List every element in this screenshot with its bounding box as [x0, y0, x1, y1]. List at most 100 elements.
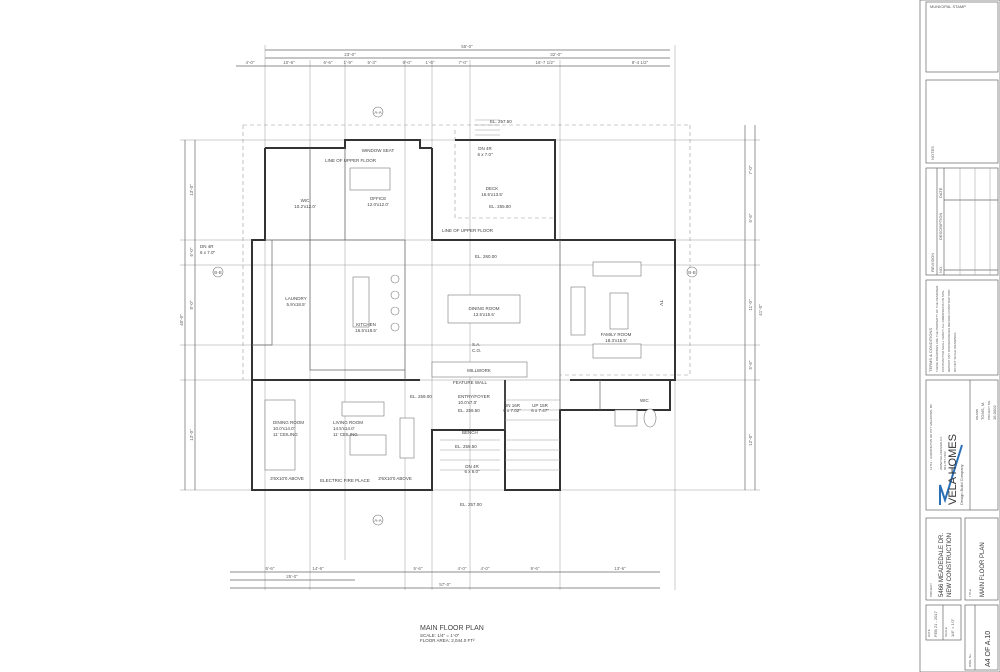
terms-title: TERMS & CONDITIONS — [928, 328, 933, 372]
drawing-title: MAIN FLOOR PLAN — [420, 625, 484, 632]
notes-label: NOTES — [930, 146, 935, 160]
dim-bottom-seg: 4'-0" — [481, 566, 490, 571]
dim-left-seg: 13'-0" — [189, 429, 194, 441]
room-name: WIC — [640, 398, 649, 403]
project-label: PROJECT — [929, 583, 933, 597]
title-label: TITLE — [968, 589, 972, 597]
dim-top-left: 23'-0" — [344, 52, 356, 57]
company-web: WWW.VELADESIGN.CA — [939, 437, 943, 470]
stair-size: 6 x 7.47" — [531, 408, 549, 413]
company-address: 13712 - HARRINGTON RD PITT MEADOWS, BC — [929, 403, 933, 470]
annotations: LINE OF UPPER FLOOR LINE OF UPPER FLOOR … — [270, 148, 664, 507]
sheet-number: A4 OF A.10 — [985, 631, 992, 667]
section-label: A-A — [374, 518, 382, 523]
office-desk — [349, 167, 391, 191]
vela-logo-icon — [939, 444, 963, 505]
room-note: 11' CEILING — [333, 432, 358, 437]
drawn-value: TOMS, M. — [980, 402, 985, 420]
elevation: EL. 260.00 — [475, 254, 497, 259]
revision-label: REVISION — [930, 253, 935, 272]
date-scale-box — [925, 604, 962, 641]
section-label: B-B — [214, 270, 222, 275]
room-name: LAUNDRY — [285, 296, 306, 301]
dim-top-seg: 10'-6" — [283, 60, 295, 65]
upper-floor-outline — [242, 124, 691, 380]
annotation: TV — [659, 300, 664, 306]
dim-bottom-seg: 5'-6" — [414, 566, 423, 571]
project-address: 5466 MEADEDALE DR. — [939, 533, 945, 597]
stair-label: DN 16R — [504, 403, 521, 408]
notes-box — [925, 79, 999, 164]
company-subtitle: Design Build Company — [959, 464, 964, 505]
dim-left-seg: 13'-0" — [189, 184, 194, 196]
revision-table — [925, 167, 999, 276]
dim-top-seg: 5'-3" — [368, 60, 377, 65]
section-marker-icon — [372, 514, 384, 526]
section-label: A-A — [374, 110, 382, 115]
room-name: ENTRY/FOYER — [458, 394, 491, 399]
project-type: NEW CONSTRUCTION — [947, 533, 953, 597]
annotation: LINE OF UPPER FLOOR — [325, 158, 377, 163]
sofa — [341, 401, 385, 417]
room-size: 16.5'x13.5' — [481, 192, 503, 197]
stair-label: DN 4R — [200, 244, 214, 249]
room-size: 10.0'x7.0' — [458, 400, 477, 405]
date-value: FEB 21 - 2017 — [933, 610, 938, 637]
terms-line: DO NOT SCALE DRAWINGS — [953, 332, 957, 372]
company-name: VELA HOMES — [947, 434, 959, 505]
annotation: LINE OF UPPER FLOOR — [442, 228, 494, 233]
elevation: EL. 255.80 — [489, 204, 511, 209]
elevation: EL. 257.50 — [490, 119, 512, 124]
stair-size: 6 x 6.0" — [464, 469, 480, 474]
furniture — [264, 119, 657, 471]
section-marker-icon — [372, 106, 384, 118]
room-size: 5.9'x18.5' — [287, 302, 306, 307]
room-name: DECK — [486, 186, 499, 191]
dim-bottom-seg: 4'-0" — [458, 566, 467, 571]
dim-bottom-seg: 14'-6" — [312, 566, 324, 571]
dim-top-seg: 6'-6" — [324, 60, 333, 65]
sheet-number-box — [964, 604, 999, 671]
stair-treads — [505, 399, 560, 471]
drawing-scale: SCALE: 1/4" = 1'-0" — [420, 633, 460, 638]
terms-line: THESE DRAWINGS ARE THE PROPERTY OF THE D… — [935, 285, 939, 372]
annotation: 3'6X10'0 ABOVE — [270, 476, 304, 481]
section-markers: A-A A-A B-B B-B — [212, 106, 698, 526]
sheet-title: MAIN FLOOR PLAN — [980, 542, 986, 597]
project-no-value: 16-0002 — [992, 405, 997, 420]
room-size: 10.0'x14.0' — [273, 426, 295, 431]
room-name: OFFICE — [370, 196, 387, 201]
revision-col: DESCRIPTION — [938, 213, 943, 240]
company-box — [925, 379, 999, 511]
dim-bottom-seg: 5'-6" — [266, 566, 275, 571]
project-no-label: PROJECT NO. — [987, 400, 991, 420]
room-name: FAMILY ROOM — [601, 332, 632, 337]
stamp-label: MUNICIPAL STAMP — [930, 4, 966, 9]
sofa — [592, 343, 642, 359]
dwg-label: DWG. No. — [968, 653, 972, 667]
title-block-frame — [919, 0, 1000, 672]
stair-size: 6 x 7.0" — [477, 152, 493, 157]
stair-size: 6 x 7.0" — [200, 250, 216, 255]
annotation: C.O. — [472, 348, 481, 353]
room-size: 18.3'x15.5' — [605, 338, 627, 343]
stair-label: DN 4R — [478, 146, 492, 151]
dim-top-seg: 1'-6" — [426, 60, 435, 65]
dim-bottom-seg: 13'-6" — [614, 566, 626, 571]
dim-right-seg: 5'-6" — [748, 360, 753, 369]
vanity — [614, 409, 638, 427]
room-size: 13.5'x15.5' — [473, 312, 495, 317]
dim-top-seg: 9'-0" — [403, 60, 412, 65]
date-label: DATE — [927, 629, 931, 637]
dim-right-overall: 41'-0" — [758, 304, 763, 316]
millwork — [431, 361, 528, 378]
drawn-label: DRAWN — [975, 409, 979, 420]
dim-top-seg: 1'-9" — [344, 60, 353, 65]
room-size: 12.0'x12.0' — [367, 202, 389, 207]
coffee-table — [349, 434, 387, 456]
dim-bottom-overall: 57'-0" — [439, 582, 451, 587]
dim-bottom-left: 25'-0" — [286, 574, 298, 579]
revision-col: NO. — [938, 266, 943, 273]
dim-right-seg: 5'-6" — [748, 213, 753, 222]
annotation: 3'6X10'0 ABOVE — [378, 476, 412, 481]
